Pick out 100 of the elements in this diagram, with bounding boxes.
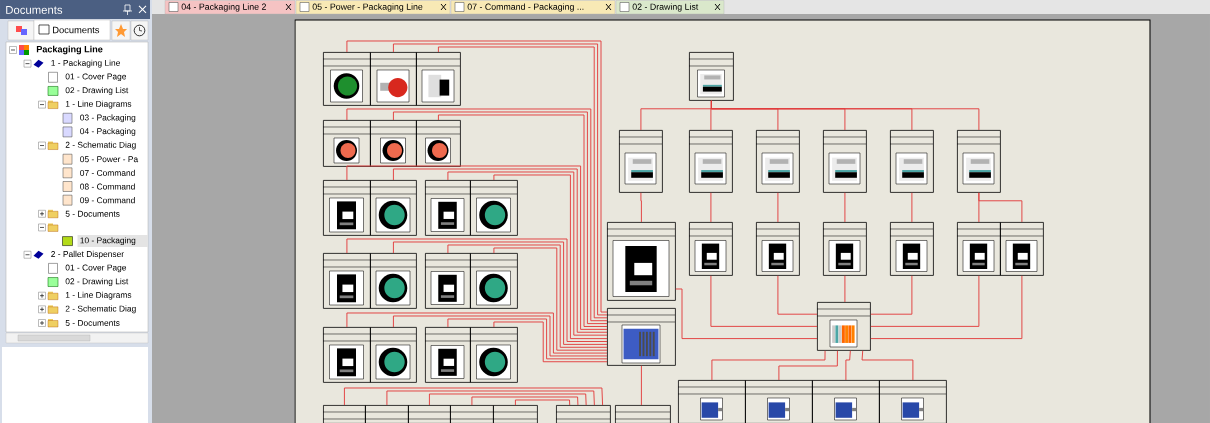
component-box: [755, 130, 800, 193]
component-box: [999, 222, 1044, 276]
tree-item: 03 - Packaging: [80, 114, 136, 123]
tree-item: 10 - Packaging: [77, 235, 148, 248]
wire: [346, 312, 608, 354]
wire: [844, 275, 846, 303]
wire: [392, 111, 608, 325]
component-box: [322, 120, 371, 167]
component-box: [822, 222, 867, 276]
wire: [447, 244, 608, 348]
wire: [493, 321, 608, 363]
tree-item: 08 - Command: [80, 183, 135, 190]
component-box: [744, 380, 813, 423]
wire: [978, 192, 1023, 223]
wire: [844, 192, 846, 223]
document-tab: 04 - Packaging Line 2: [164, 0, 296, 15]
wire: [493, 247, 608, 351]
panel-header: Documents: [0, 0, 150, 19]
wire: [437, 46, 608, 319]
wire: [870, 275, 980, 327]
component-box: [889, 222, 934, 276]
tree-item: 07 - Command: [80, 169, 135, 176]
component-box: [822, 130, 867, 193]
wire: [447, 318, 608, 360]
tree-item: 5 - Documents: [65, 210, 120, 217]
component-box: [449, 405, 494, 423]
component-box: [811, 380, 880, 423]
tree-item: 04 - Packaging: [80, 128, 136, 136]
wire: [346, 108, 608, 322]
component-box: [322, 327, 371, 383]
wire: [392, 168, 608, 333]
component-box: [816, 302, 871, 351]
tree-item: 1 - Packaging Line: [51, 59, 120, 68]
component-box: [424, 253, 471, 309]
wire: [514, 399, 571, 406]
component-box: [424, 327, 471, 383]
tree-item: 5 - Documents: [65, 320, 120, 326]
wire: [675, 288, 818, 340]
tree-item: 02 - Drawing List: [65, 278, 129, 286]
wire: [777, 192, 779, 223]
tree-item: 05 - Power - Pa: [80, 156, 139, 163]
component-box: [614, 405, 671, 423]
tree-item: 2 - Schematic Diag: [65, 141, 136, 150]
wire: [346, 165, 608, 330]
tree-item: 2 - Pallet Dispenser: [51, 250, 124, 259]
wire: [493, 174, 608, 340]
wire: [640, 192, 642, 223]
wire: [845, 350, 851, 381]
tree-item: 1 - Line Diagrams: [65, 100, 132, 109]
wire: [392, 43, 608, 316]
component-box: [322, 253, 371, 309]
component-box: [606, 308, 676, 366]
component-box: [322, 52, 371, 106]
component-box: [369, 327, 417, 383]
component-box: [322, 405, 366, 423]
component-box: [415, 52, 461, 106]
component-box: [369, 253, 417, 309]
component-box: [469, 180, 518, 236]
component-box: [469, 327, 518, 383]
tree-item: 09 - Command: [80, 197, 135, 204]
component-box: [424, 180, 471, 236]
component-box: [688, 130, 733, 193]
document-tab: 07 - Command - Packaging ...: [450, 0, 616, 15]
component-box: [407, 405, 451, 423]
wire: [447, 171, 608, 336]
tree-item: 1 - Line Diagrams: [65, 291, 132, 300]
component-box: [688, 52, 734, 101]
component-box: [369, 180, 417, 236]
wire: [471, 396, 579, 406]
component-box: [555, 405, 611, 423]
wire: [711, 350, 826, 381]
wire: [346, 238, 608, 342]
component-box: [369, 52, 417, 106]
wire: [428, 393, 587, 406]
wire: [710, 100, 980, 131]
wire: [386, 390, 595, 406]
component-box: [677, 380, 746, 423]
component-box: [364, 405, 409, 423]
wire: [870, 275, 913, 315]
wire: [911, 192, 913, 223]
component-box: [369, 120, 417, 167]
document-tab: 02 - Drawing List: [615, 0, 725, 15]
tree-item: 02 - Drawing List: [65, 87, 129, 95]
panel-tab: Documents: [33, 19, 111, 41]
wire: [437, 114, 608, 327]
wire: [710, 192, 712, 223]
component-box: [492, 405, 538, 423]
wire: [777, 275, 818, 315]
wire: [392, 241, 608, 345]
wire: [710, 275, 818, 327]
component-box: [956, 222, 1001, 276]
wire: [870, 275, 1023, 340]
wire: [343, 387, 604, 406]
component-box: [688, 222, 733, 276]
component-box: [322, 180, 371, 236]
component-box: [469, 253, 518, 309]
component-box: [618, 130, 663, 193]
component-box: [606, 222, 676, 301]
wire: [778, 350, 838, 381]
component-box: [889, 130, 934, 193]
